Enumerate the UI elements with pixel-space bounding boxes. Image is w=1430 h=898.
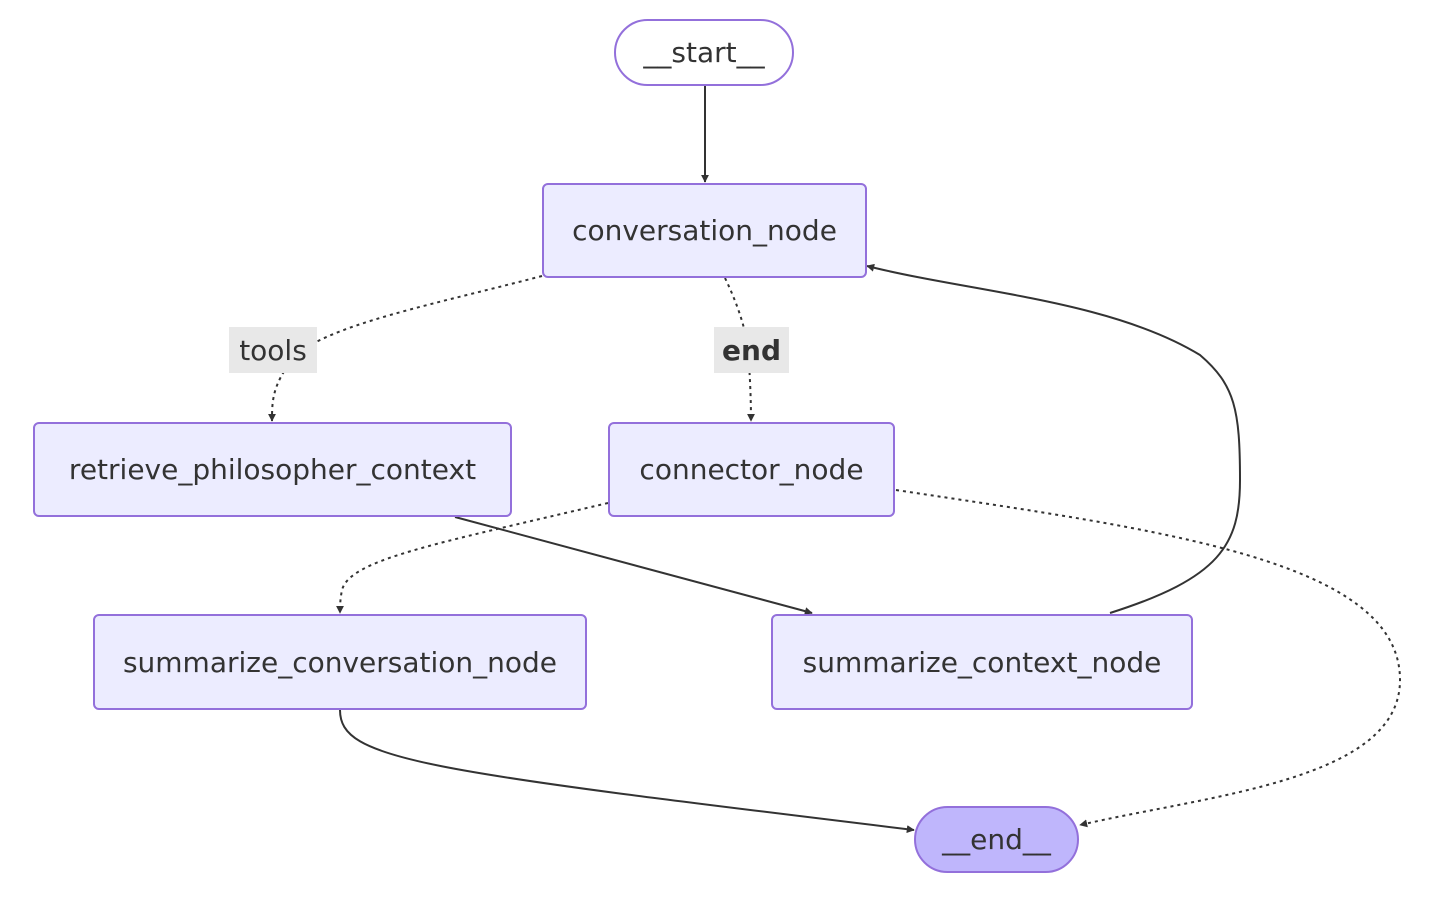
edge-connector-to-summarize-conversation	[336, 502, 609, 614]
edge-label-end: end	[714, 327, 789, 373]
edge-connector-to-end	[895, 489, 1402, 828]
node-retrieve-philosopher-context[interactable]: retrieve_philosopher_context	[33, 422, 512, 517]
edge-conversation-to-connector	[724, 277, 755, 422]
node-start[interactable]: __start__	[614, 19, 794, 86]
edge-summarize-context-to-conversation	[866, 263, 1242, 614]
node-end[interactable]: __end__	[914, 806, 1079, 873]
edge-retrieve-to-summarize-context	[454, 516, 813, 615]
node-summarize-conversation[interactable]: summarize_conversation_node	[93, 614, 587, 710]
edge-label-tools: tools	[229, 327, 317, 373]
node-conversation[interactable]: conversation_node	[542, 183, 867, 278]
edge-summarize-conversation-to-end	[339, 709, 915, 834]
node-connector[interactable]: connector_node	[608, 422, 895, 517]
node-summarize-context[interactable]: summarize_context_node	[771, 614, 1193, 710]
